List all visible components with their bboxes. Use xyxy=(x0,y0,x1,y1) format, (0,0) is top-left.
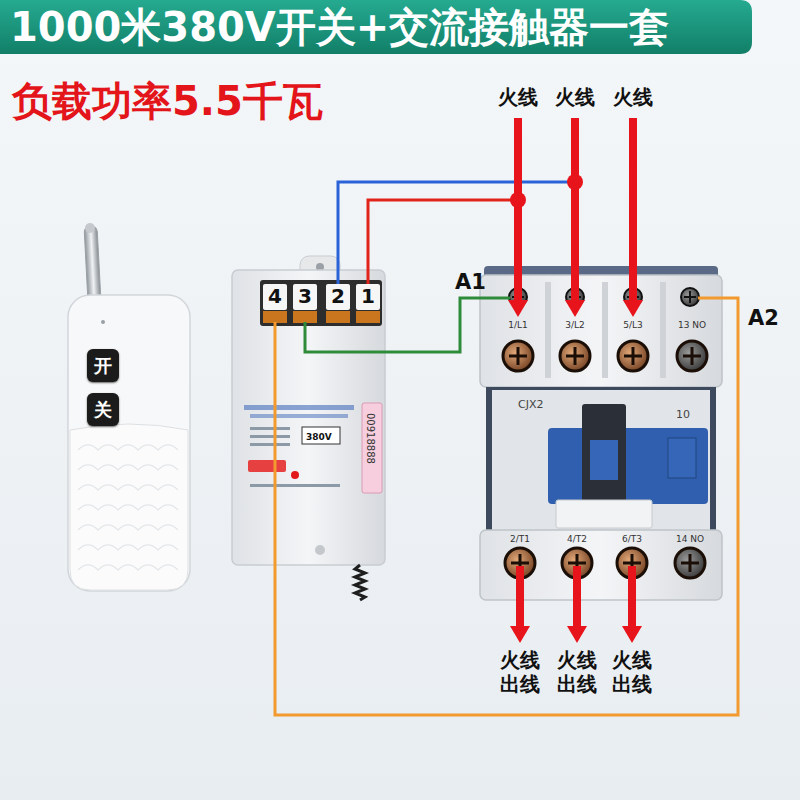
text-holder: A2 xyxy=(748,306,779,330)
green-wire-inner xyxy=(305,322,385,352)
outgoing-line-arrows xyxy=(510,566,642,643)
part-label: 3 xyxy=(298,285,312,308)
part-label: 1 xyxy=(361,285,375,308)
text-holder: 负载功率5.5千瓦 xyxy=(12,78,323,124)
receiver-unit: 380V 00918888 xyxy=(232,265,385,565)
part-label: 5/L3 xyxy=(623,320,643,330)
part-label: 火线 出线 xyxy=(497,648,543,696)
text-holder: 1000米380V开关+交流接触器一套 xyxy=(10,3,669,51)
text-holder: 14 NO xyxy=(676,534,704,544)
title-bar xyxy=(0,0,752,54)
part-label: 6/T3 xyxy=(622,534,642,544)
node-text: 10 xyxy=(676,408,690,421)
part-label: A2 xyxy=(748,306,779,330)
part-label: 4/T2 xyxy=(567,534,587,544)
part-label: 1/L1 xyxy=(508,320,528,330)
part-label: 2/T1 xyxy=(510,534,530,544)
remote-control xyxy=(68,223,190,591)
text-holder: 5/L3 xyxy=(623,320,643,330)
text-holder: 火线 出线 xyxy=(554,648,600,696)
node-text: 关 xyxy=(94,398,112,422)
green-wire-inner xyxy=(480,297,510,300)
node-text: 00918888 xyxy=(364,413,377,464)
text-holder: 关 xyxy=(87,393,119,426)
wire-connector xyxy=(385,298,480,352)
part-label: 火线 xyxy=(555,86,595,109)
part-label: 火线 出线 xyxy=(609,648,655,696)
part-label: A1 xyxy=(455,270,486,294)
orange-wire-inner xyxy=(698,297,722,300)
text-holder: 6/T3 xyxy=(622,534,642,544)
text-holder: 开 xyxy=(87,349,119,382)
blue-wire xyxy=(338,182,575,284)
part-label: 13 NO xyxy=(678,320,706,330)
text-holder: 火线 出线 xyxy=(609,648,655,696)
node-text: CJX2 xyxy=(518,398,543,411)
part-label: 火线 xyxy=(498,86,538,109)
remote-button: 开 xyxy=(87,349,119,382)
contactor-unit: CJX2 10 xyxy=(480,268,722,600)
node-text: 380V xyxy=(306,429,332,446)
text-holder: 1 xyxy=(361,285,375,308)
text-holder: 380V xyxy=(306,429,332,446)
text-holder: 3/L2 xyxy=(565,320,585,330)
text-holder: 10 xyxy=(676,408,690,421)
wire-connector xyxy=(275,298,738,715)
text-holder: 4 xyxy=(268,285,282,308)
text-holder: 3 xyxy=(298,285,312,308)
red-wire xyxy=(368,200,518,284)
text-holder: 火线 xyxy=(498,86,538,109)
text-holder: 1/L1 xyxy=(508,320,528,330)
text-holder: 2 xyxy=(331,285,345,308)
contactor xyxy=(480,266,722,600)
part-label: 4 xyxy=(268,285,282,308)
text-holder: 火线 xyxy=(613,86,653,109)
text-holder: 2/T1 xyxy=(510,534,530,544)
title-text: 1000米380V开关+交流接触器一套 xyxy=(10,3,669,51)
receiver-box xyxy=(232,256,385,600)
part-label: 14 NO xyxy=(676,534,704,544)
text-holder: 4/T2 xyxy=(567,534,587,544)
part-label: 3/L2 xyxy=(565,320,585,330)
text-holder: 火线 出线 xyxy=(497,648,543,696)
text-holder: 13 NO xyxy=(678,320,706,330)
part-label: 2 xyxy=(331,285,345,308)
text-holder: CJX2 xyxy=(518,398,543,411)
text-holder: A1 xyxy=(455,270,486,294)
text-holder: 火线 xyxy=(555,86,595,109)
text-holder: 00918888 xyxy=(377,413,428,426)
remote-button: 关 xyxy=(87,393,119,426)
node-text: 开 xyxy=(94,354,112,378)
part-label: 火线 xyxy=(613,86,653,109)
part-label: 火线 出线 xyxy=(554,648,600,696)
part-label: 负载功率5.5千瓦 xyxy=(12,78,323,124)
orange-wire-inner xyxy=(274,322,277,565)
live-line-arrows xyxy=(508,118,643,317)
